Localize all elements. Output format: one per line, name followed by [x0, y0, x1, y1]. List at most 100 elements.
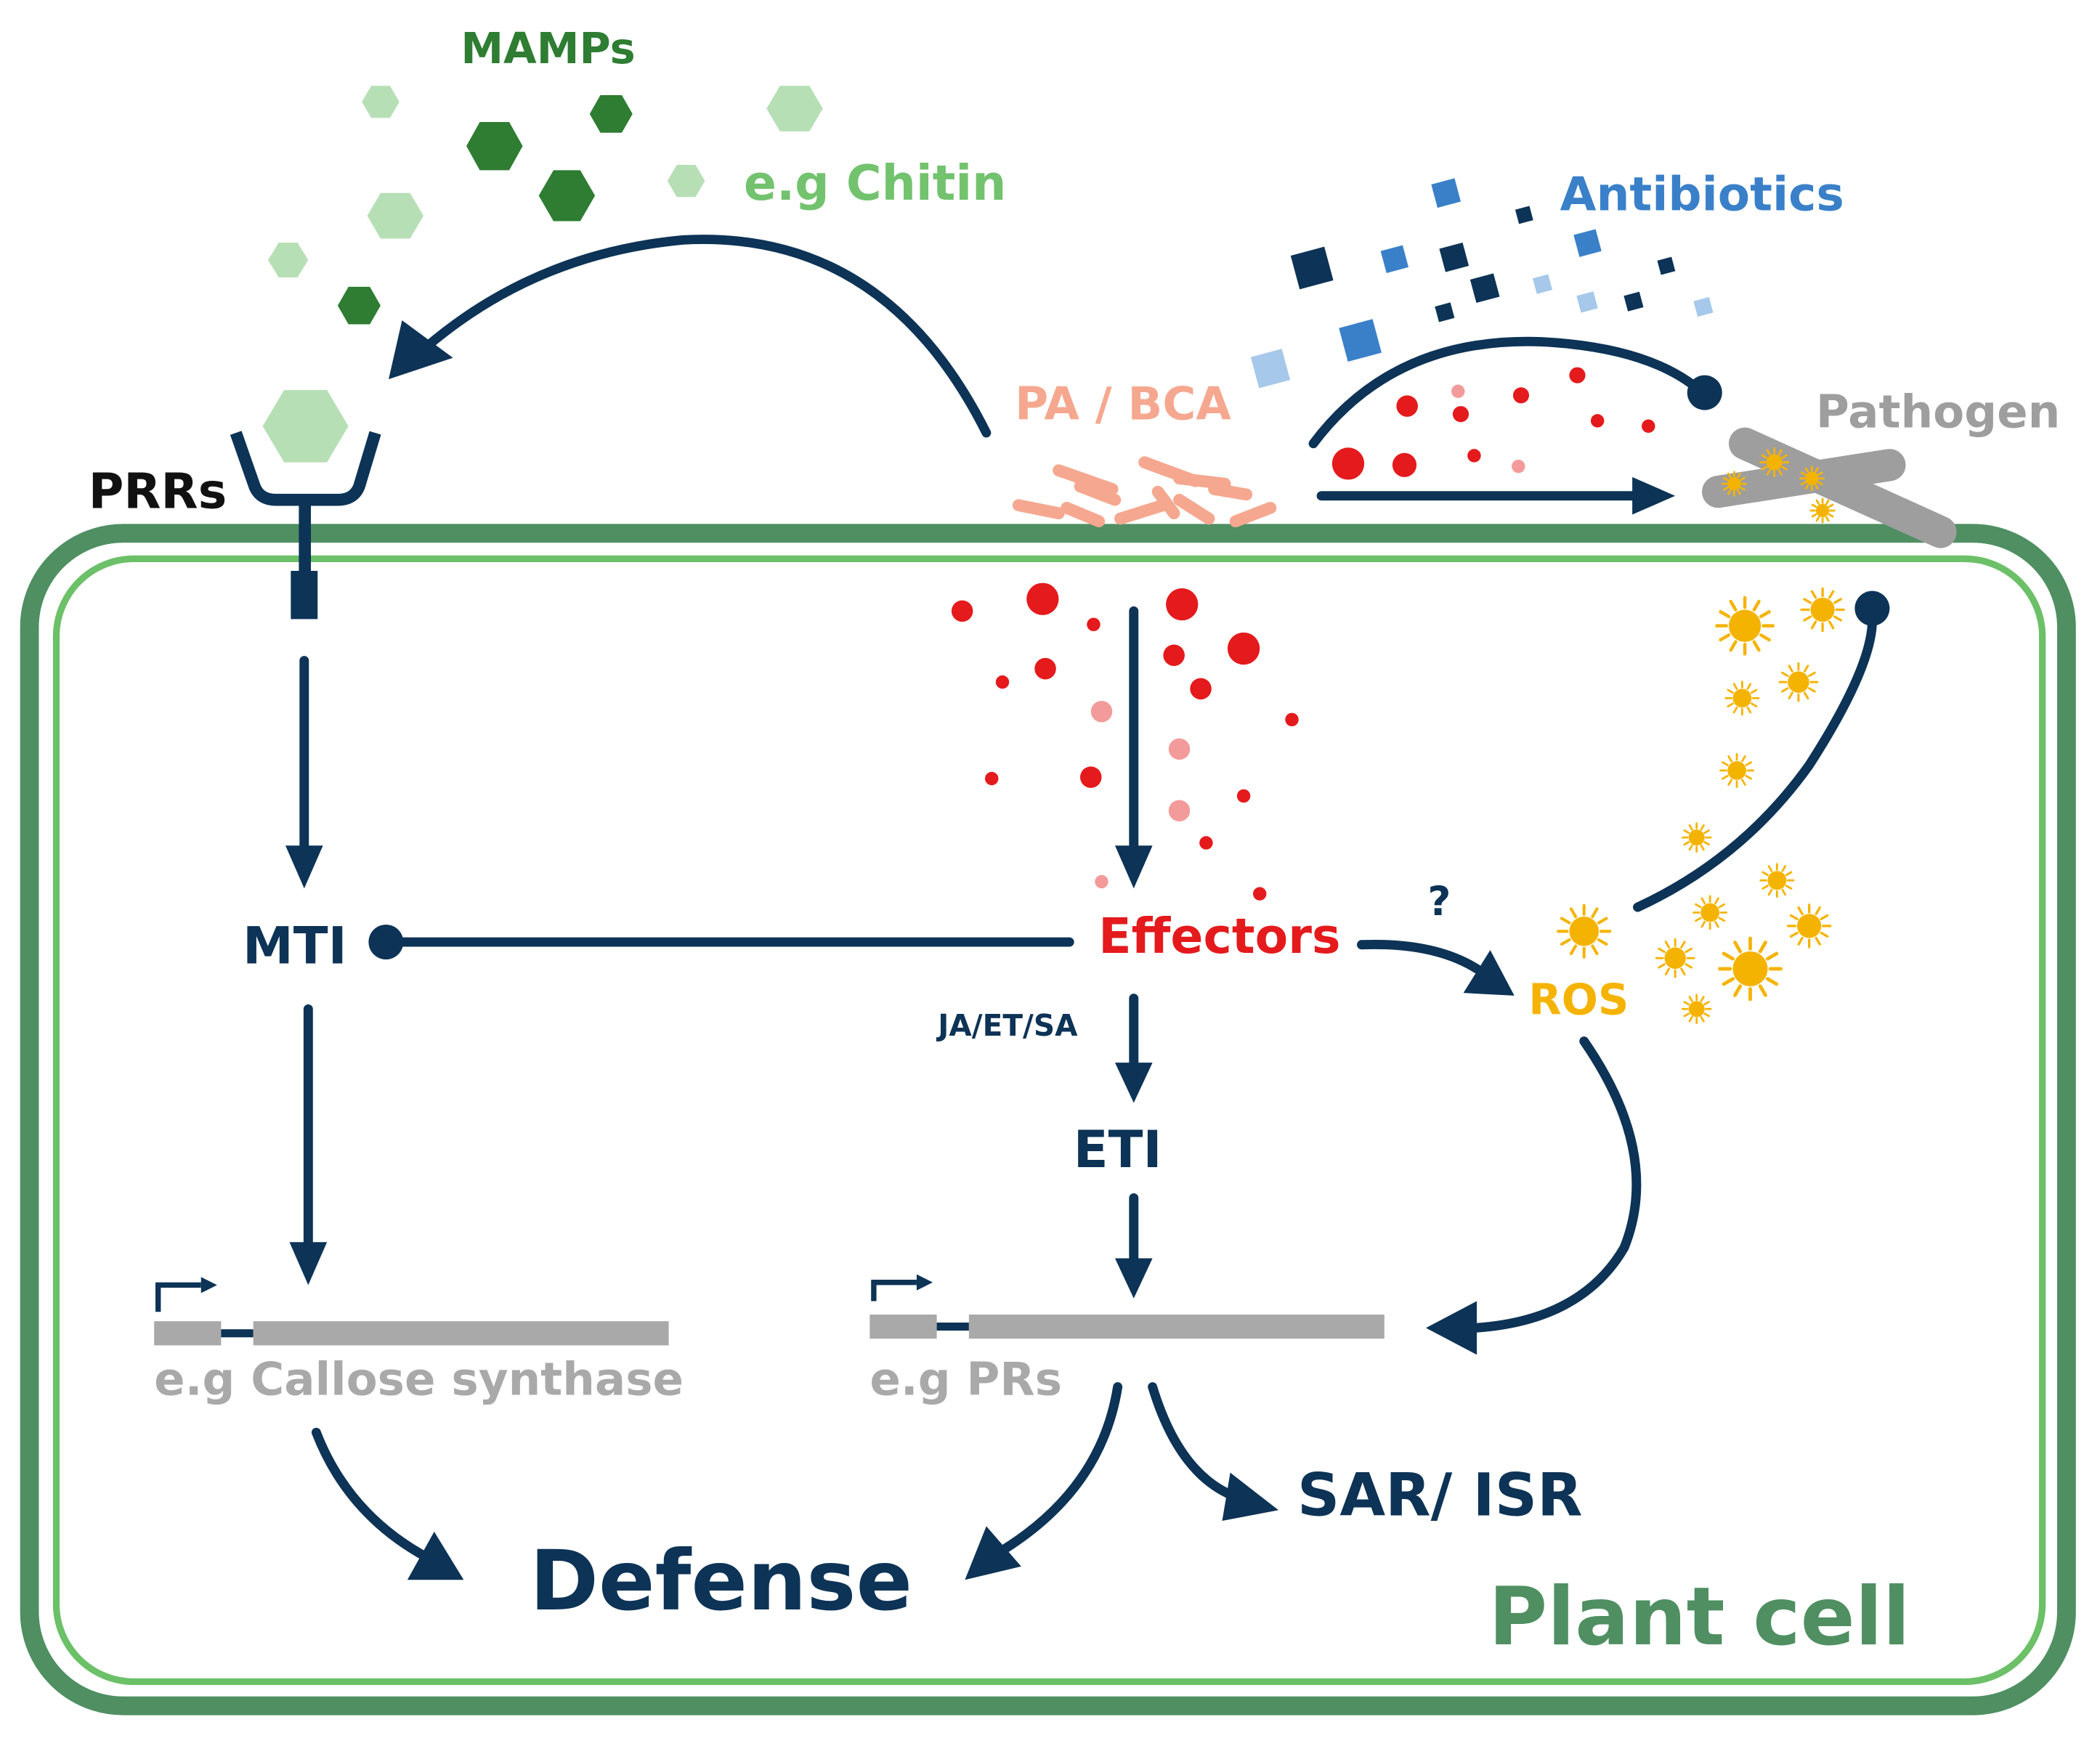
ros-sun-icon	[1655, 938, 1695, 978]
antibiotic-square	[1693, 296, 1714, 317]
mamp-hexagon-dark	[466, 121, 523, 171]
inhibit-dot-pathogen-inside	[1854, 590, 1890, 626]
defense-label: Defense	[530, 1532, 912, 1629]
antibiotic-square	[1380, 245, 1409, 273]
antibiotic-square	[1515, 206, 1533, 224]
antibiotic-square	[1532, 274, 1553, 294]
ja-et-sa-label: JA/ET/SA	[936, 1008, 1078, 1043]
bacterium-rod	[1208, 483, 1253, 501]
chitin-label: e.g Chitin	[744, 155, 1006, 211]
mamp-hexagon-dark	[337, 286, 381, 325]
antibiotic-square	[1435, 302, 1455, 322]
antibiotic-square	[1657, 256, 1676, 275]
ros-sun-icon	[1759, 863, 1795, 898]
inhibit-dot-pathogen	[1687, 375, 1722, 410]
prs-label: e.g PRs	[869, 1353, 1062, 1406]
mamps-hexagons	[267, 86, 823, 325]
pa-bca-bacteria	[1012, 456, 1277, 528]
antibiotic-square	[1623, 291, 1644, 312]
mamp-hexagon-light	[267, 242, 309, 277]
ros-sun-icon	[1719, 752, 1755, 788]
antibiotic-square	[1573, 229, 1602, 257]
antibiotics-squares	[1250, 178, 1714, 389]
effector-dots-inside	[951, 582, 1299, 901]
mamp-hexagon-dark	[538, 170, 596, 222]
arrowhead	[965, 1526, 1021, 1580]
mamp-hexagon-light	[362, 86, 400, 118]
antibiotic-square	[1250, 349, 1291, 389]
eti-label: ETI	[1074, 1120, 1162, 1179]
antibiotics-label: Antibiotics	[1560, 168, 1844, 222]
arrow-ros-to-gene	[1469, 1036, 1642, 1333]
ros-sun-icon	[1786, 903, 1832, 949]
arrowheads	[285, 320, 1676, 1580]
antibiotic-square	[1576, 291, 1598, 313]
antibiotic-square	[1339, 319, 1382, 362]
bacterium-rod	[1012, 499, 1065, 519]
callose-synthase-label: e.g Callose synthase	[154, 1353, 684, 1406]
mamp-hexagon-light	[766, 86, 823, 131]
ros-sun-icon	[1681, 994, 1712, 1025]
mamp-hexagon-dark	[589, 95, 633, 133]
sar-isr-label: SAR/ ISR	[1297, 1462, 1583, 1530]
pa-bca-label: PA / BCA	[1015, 378, 1231, 431]
arrowhead	[1114, 1258, 1153, 1299]
arrowhead	[1114, 1063, 1153, 1103]
pathogen-label: Pathogen	[1816, 386, 2060, 439]
mti-label: MTI	[243, 917, 347, 976]
antibiotic-square	[1290, 246, 1334, 290]
gene-prs	[869, 1274, 1385, 1339]
prrs-label: PRRs	[89, 463, 227, 519]
plant-cell-label: Plant cell	[1488, 1570, 1910, 1664]
question-mark: ?	[1427, 879, 1451, 925]
ros-sun-icon	[1724, 681, 1760, 716]
antibiotic-square	[1439, 242, 1469, 272]
effectors-label: Effectors	[1098, 908, 1340, 965]
bacterium-rod	[1173, 472, 1231, 490]
effector-dots-outside	[1331, 367, 1655, 480]
inhibition-dots	[368, 375, 1890, 960]
arrow-ros-inhibits-pathogen	[1633, 620, 1877, 912]
bound-mamp-hexagon	[262, 389, 349, 463]
cell-wall-inner	[52, 555, 2046, 1686]
bacterium-rod	[1053, 464, 1119, 495]
arrow-callose-to-defense	[311, 1427, 434, 1564]
ros-label: ROS	[1528, 975, 1629, 1025]
arrowhead	[1426, 1301, 1477, 1355]
bacterium-rod	[1114, 499, 1169, 525]
bacterium-rod	[1074, 480, 1122, 506]
bacterium-rod	[1229, 501, 1277, 528]
gene-callose-synthase	[154, 1277, 669, 1346]
arrow-prs-to-defense	[997, 1382, 1123, 1556]
arrow-pabca-inhibits-pathogen	[1308, 336, 1704, 449]
cell-wall-outer	[20, 524, 2076, 1715]
bacterium-rod	[1173, 493, 1215, 525]
ros-sun-icon	[1557, 903, 1612, 959]
ros-sun-icon	[1715, 596, 1775, 656]
inhibit-dot-mti	[368, 925, 404, 960]
mamp-hexagon-light	[367, 192, 423, 239]
interaction-arrows	[299, 235, 1877, 1564]
ros-sun-icon	[1799, 466, 1825, 492]
pathogen-shape	[1702, 427, 1957, 548]
ros-sun-icon	[1800, 587, 1845, 633]
arrowhead	[389, 320, 453, 380]
bacterium-rod	[1061, 501, 1106, 528]
ros-sun-icon	[1721, 471, 1747, 497]
ros-suns	[1557, 447, 1845, 1025]
bacterium-rod	[1151, 485, 1180, 519]
arrowhead	[1222, 1472, 1279, 1522]
arrowhead	[285, 845, 323, 889]
ros-sun-icon	[1681, 822, 1712, 853]
arrow-prs-to-sar-isr	[1148, 1382, 1241, 1502]
prr-receptor	[230, 389, 381, 620]
arrowhead	[407, 1531, 464, 1580]
ros-sun-icon	[1718, 936, 1783, 1002]
mamp-hexagon-light	[667, 164, 705, 198]
arrowhead	[1463, 950, 1515, 996]
arrow-effectors-to-ros	[1356, 939, 1482, 974]
antibiotic-square	[1431, 178, 1462, 208]
arrow-pabca-to-prrs	[421, 235, 992, 438]
ros-sun-icon	[1692, 895, 1728, 930]
